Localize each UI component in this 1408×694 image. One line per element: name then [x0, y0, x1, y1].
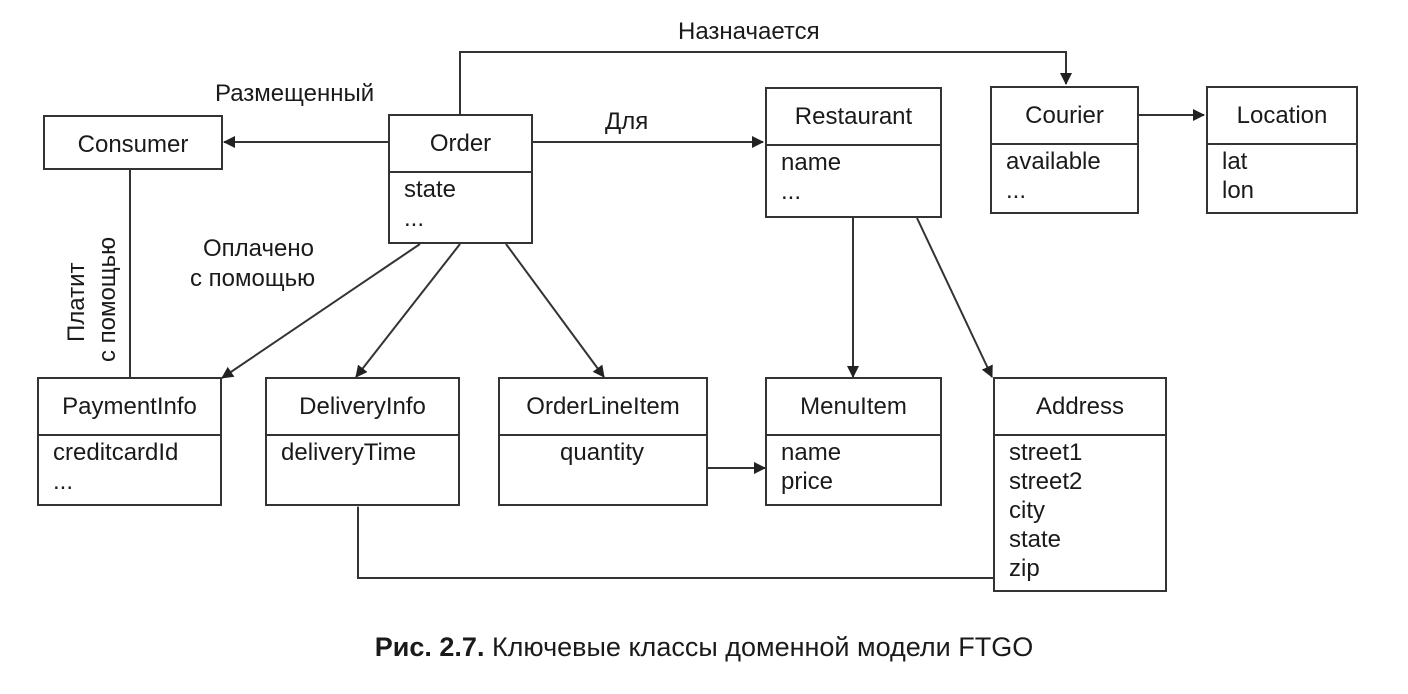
class-attribute: state — [1009, 526, 1062, 553]
class-name: Order — [390, 116, 531, 173]
edge-address-deliveryinfo — [352, 489, 993, 579]
class-attribute: state — [404, 176, 457, 203]
class-name: Restaurant — [767, 89, 940, 146]
class-attribute: ... — [781, 178, 802, 205]
class-deliveryinfo: DeliveryInfo deliveryTime — [265, 377, 460, 506]
class-attribute: city — [1009, 497, 1045, 524]
class-order: Order state ... — [388, 114, 533, 244]
class-attribute: deliveryTime — [281, 439, 417, 466]
edge-orderlineitem-menuitem — [702, 448, 766, 474]
class-attribute: creditcardId — [53, 439, 179, 466]
class-menuitem: MenuItem name price — [765, 377, 942, 506]
edge-order-courier — [459, 51, 1072, 114]
class-paymentinfo: PaymentInfo creditcardId ... — [37, 377, 222, 506]
class-name: Consumer — [77, 131, 189, 158]
class-attribute: ... — [404, 205, 425, 232]
class-location: Location lat lon — [1206, 86, 1358, 214]
class-attribute: zip — [1009, 555, 1040, 582]
class-attribute: price — [781, 468, 834, 495]
class-attribute: quantity — [560, 439, 645, 466]
class-orderlineitem: OrderLineItem quantity — [498, 377, 708, 506]
label-placed: Размещенный — [215, 80, 375, 107]
class-attribute: ... — [1006, 177, 1027, 204]
class-courier: Courier available ... — [990, 86, 1139, 214]
figure-caption: Рис. 2.7. Ключевые классы доменной модел… — [0, 632, 1408, 663]
class-attribute: name — [781, 149, 842, 176]
class-attribute: ... — [53, 468, 74, 495]
class-attribute: lat — [1222, 148, 1248, 175]
class-name: Location — [1208, 88, 1356, 145]
label-paid-with-line2: с помощью — [190, 265, 316, 292]
edge-order-paymentinfo — [221, 243, 421, 379]
class-name: DeliveryInfo — [267, 379, 458, 436]
edge-restaurant-address — [916, 217, 993, 378]
class-restaurant: Restaurant name ... — [765, 87, 942, 218]
label-for: Для — [605, 108, 649, 135]
label-pays-with-line1: Платит — [63, 262, 90, 342]
edge-order-orderlineitem — [505, 243, 605, 378]
class-address: Address street1 street2 city state zip — [993, 377, 1167, 592]
class-attribute: street2 — [1009, 468, 1083, 495]
class-name: MenuItem — [767, 379, 940, 436]
class-name: Courier — [992, 88, 1137, 145]
edge-order-deliveryinfo — [355, 243, 461, 378]
caption-number: Рис. 2.7. — [374, 632, 485, 662]
label-pays-with-line2: с помощью — [94, 236, 121, 362]
class-attribute: available — [1006, 148, 1101, 175]
class-name: Address — [995, 379, 1165, 436]
class-attribute: street1 — [1009, 439, 1083, 466]
class-attribute: name — [781, 439, 842, 466]
label-paid-with-line1: Оплачено — [203, 235, 314, 262]
label-assigned: Назначается — [678, 18, 820, 45]
class-name: PaymentInfo — [39, 379, 220, 436]
class-attribute: lon — [1222, 177, 1255, 204]
caption-text: Ключевые классы доменной модели FTGO — [484, 632, 1034, 662]
class-consumer: Consumer — [43, 115, 223, 170]
class-name: OrderLineItem — [500, 379, 706, 436]
